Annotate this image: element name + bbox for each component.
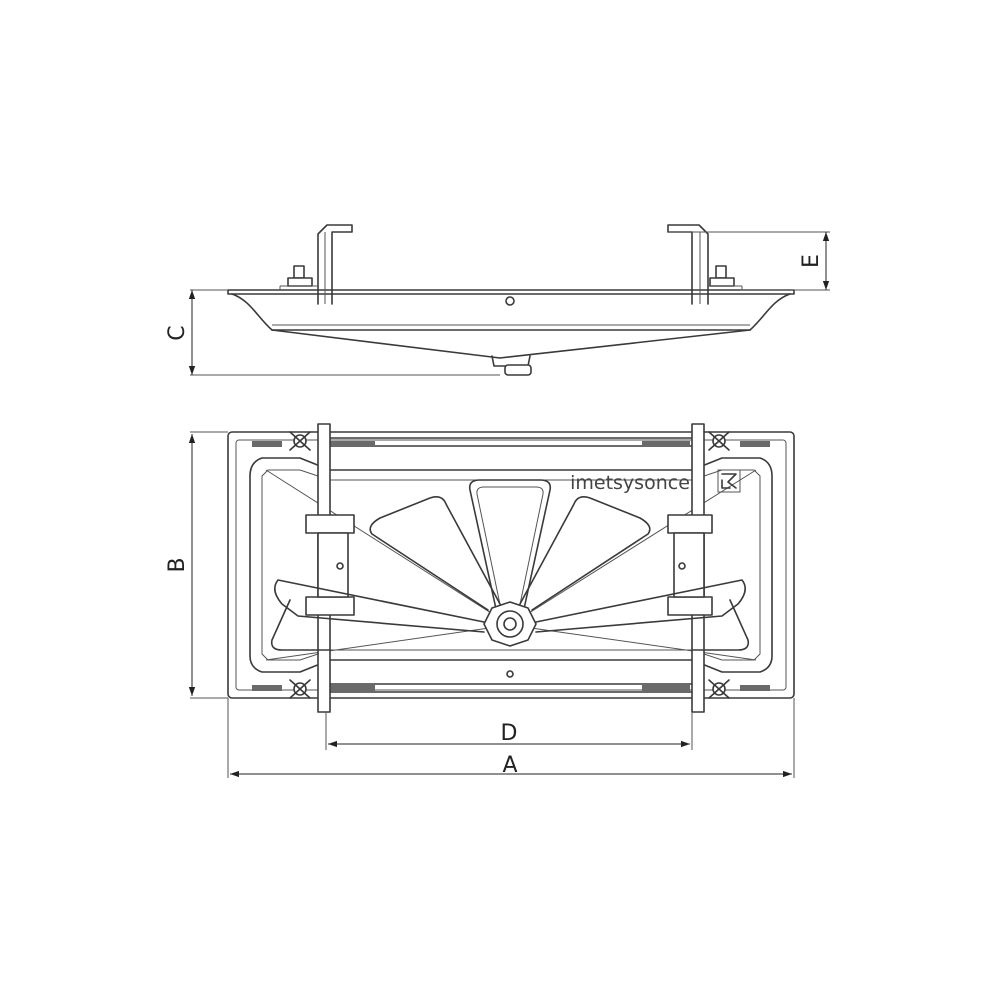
wing-nuts <box>289 431 730 699</box>
side-view <box>227 224 795 376</box>
dimension-c-label: C <box>165 325 190 340</box>
fan-loops <box>270 479 750 651</box>
dimension-d: D <box>325 712 693 750</box>
grip-strips <box>252 441 770 691</box>
brand-text: imetsysonce <box>570 472 690 494</box>
dimension-e-label: E <box>799 254 824 268</box>
dimension-b: B <box>165 431 228 699</box>
dimension-b-label: B <box>165 557 190 572</box>
dimension-d-label: D <box>501 721 518 746</box>
dimension-c: C <box>165 289 500 376</box>
dimension-e: E <box>668 231 830 291</box>
brand-logo <box>717 469 741 493</box>
dimension-a: A <box>227 698 795 778</box>
top-view: imetsysonce <box>227 423 795 713</box>
dimension-a-label: A <box>502 753 517 778</box>
center-hub <box>483 601 537 647</box>
